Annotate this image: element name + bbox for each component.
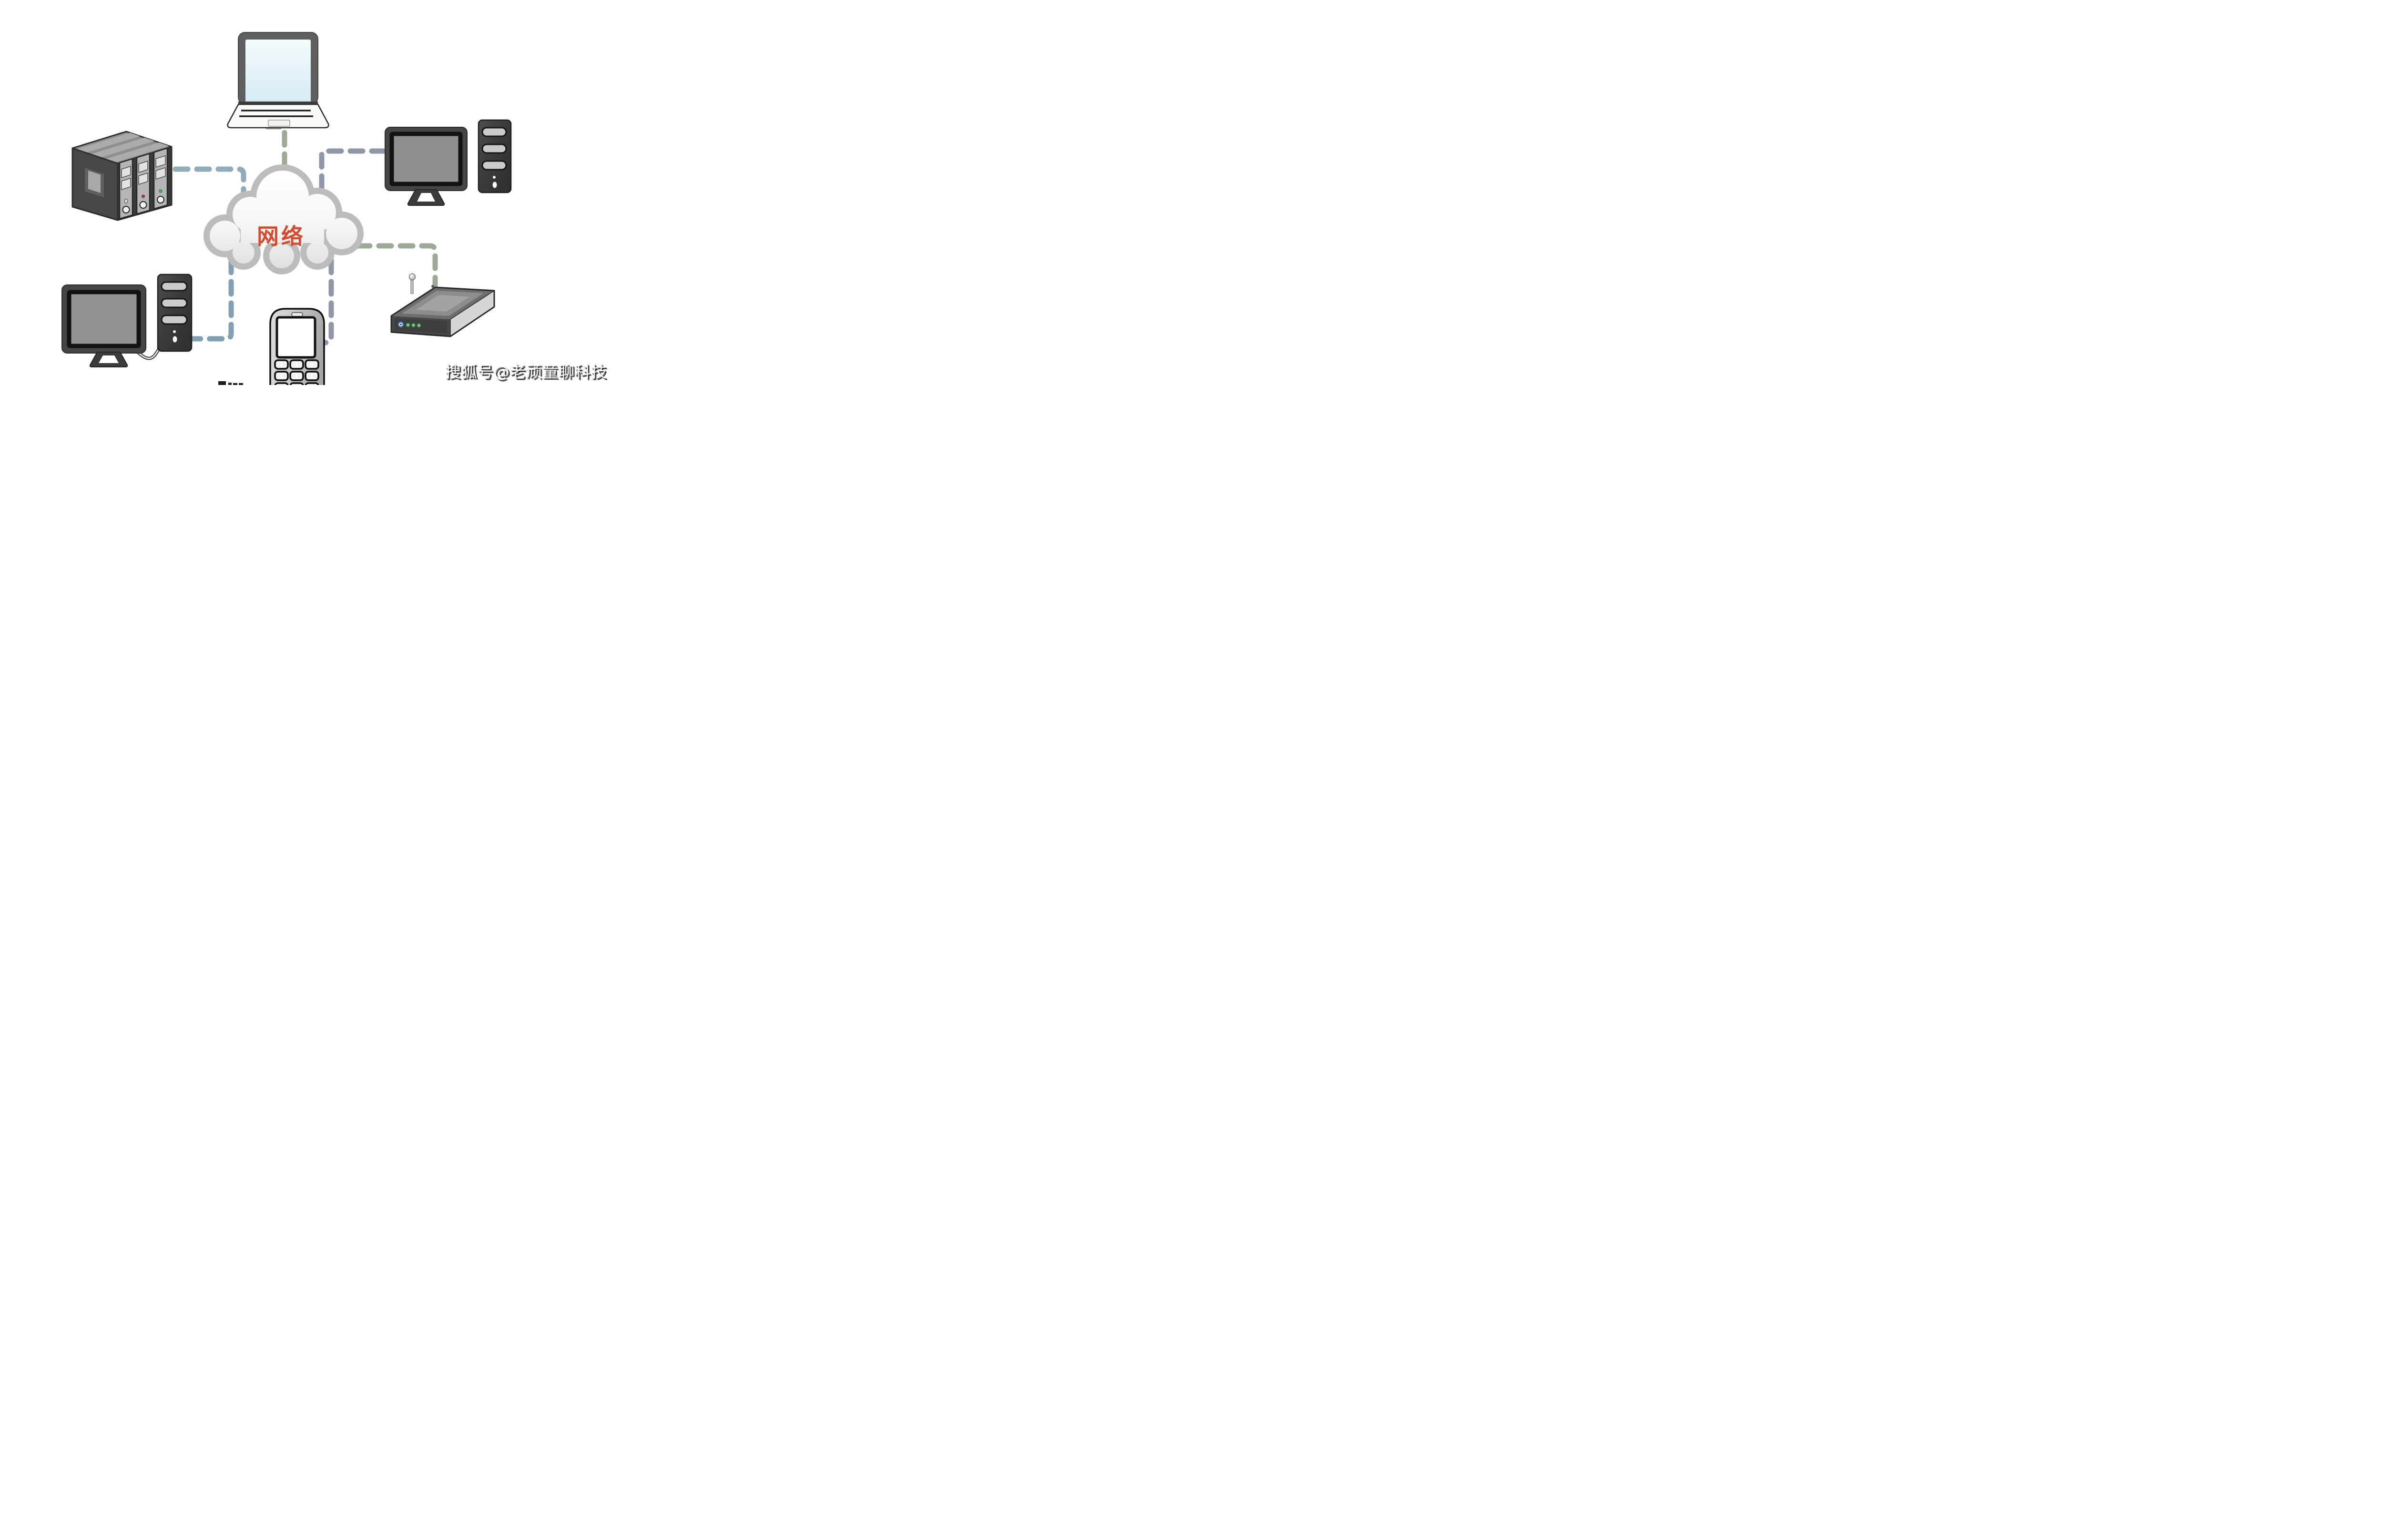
server-power-button — [157, 196, 164, 203]
pc-tower — [478, 119, 512, 193]
tower-drive-bay — [481, 127, 507, 137]
tower-button — [493, 176, 496, 179]
phone-screen — [275, 316, 316, 359]
connection-desktop-left-cloud — [188, 257, 234, 342]
server-power-button — [122, 206, 130, 213]
server-tower — [153, 147, 168, 210]
laptop-hinge — [238, 101, 318, 105]
server-tower — [119, 158, 133, 220]
connection-phone-cloud — [319, 257, 334, 345]
connection-desktop-right-cloud — [319, 148, 387, 195]
desktop-pc-icon — [385, 119, 512, 206]
monitor-stand-hole — [417, 193, 435, 202]
server-top-stripe — [91, 137, 154, 158]
network-diagram: 网络 搜狐号@老顽童聊科技 — [0, 0, 618, 385]
wireless-router-icon — [390, 273, 495, 337]
network-cloud: 网络 — [204, 164, 364, 274]
connection-server-cloud — [173, 166, 246, 194]
router-antenna-stem — [410, 280, 414, 294]
clipped-watermark-fragment — [228, 383, 232, 385]
router-top-inset — [416, 295, 469, 312]
server-led-red — [142, 194, 145, 198]
server-tower — [136, 152, 151, 215]
tower-drive-bay — [481, 143, 507, 154]
monitor-screen — [67, 290, 141, 348]
phone-speaker — [291, 312, 303, 317]
router-led — [406, 323, 410, 327]
tower-drive-bay — [481, 160, 507, 171]
tower-drive-bay — [161, 298, 188, 308]
server-rack-icon — [71, 131, 173, 221]
diagram-svg: 网络 — [61, 32, 512, 385]
tower-button — [173, 330, 176, 333]
server-power-button — [139, 201, 147, 209]
router-led — [411, 323, 416, 328]
router-outline — [390, 286, 495, 337]
laptop-icon — [227, 32, 329, 129]
laptop-screen — [245, 40, 311, 103]
sohu-watermark: 搜狐号@老顽童聊科技 — [445, 363, 607, 381]
monitor-screen — [389, 132, 463, 186]
router-led-power-dot — [400, 324, 402, 325]
router-antenna-ball — [408, 273, 416, 281]
server-window — [88, 171, 101, 193]
cloud-body — [210, 171, 357, 268]
server-led-green — [159, 189, 163, 193]
tower-button — [492, 182, 497, 188]
server-led — [124, 199, 128, 203]
phone-keypad — [274, 359, 319, 385]
clipped-watermark-fragment — [239, 383, 243, 385]
tower-button — [173, 336, 177, 343]
tower-drive-bay — [161, 314, 188, 325]
server-top-stripe — [105, 142, 169, 163]
cloud-label: 网络 — [257, 223, 306, 249]
monitor-stand-hole — [99, 355, 119, 363]
connection-router-cloud — [355, 243, 438, 289]
mobile-phone-icon — [269, 308, 325, 385]
tower-drive-bay — [161, 281, 188, 292]
clipped-watermark-fragment — [218, 381, 226, 385]
clipped-watermark-fragment — [233, 383, 237, 385]
desktop-pc-icon — [61, 274, 193, 367]
router-led — [417, 323, 421, 328]
pc-tower — [157, 274, 193, 352]
laptop-trackpad — [268, 120, 290, 127]
server-top-stripe — [76, 132, 140, 153]
router-port-nub — [431, 285, 434, 288]
